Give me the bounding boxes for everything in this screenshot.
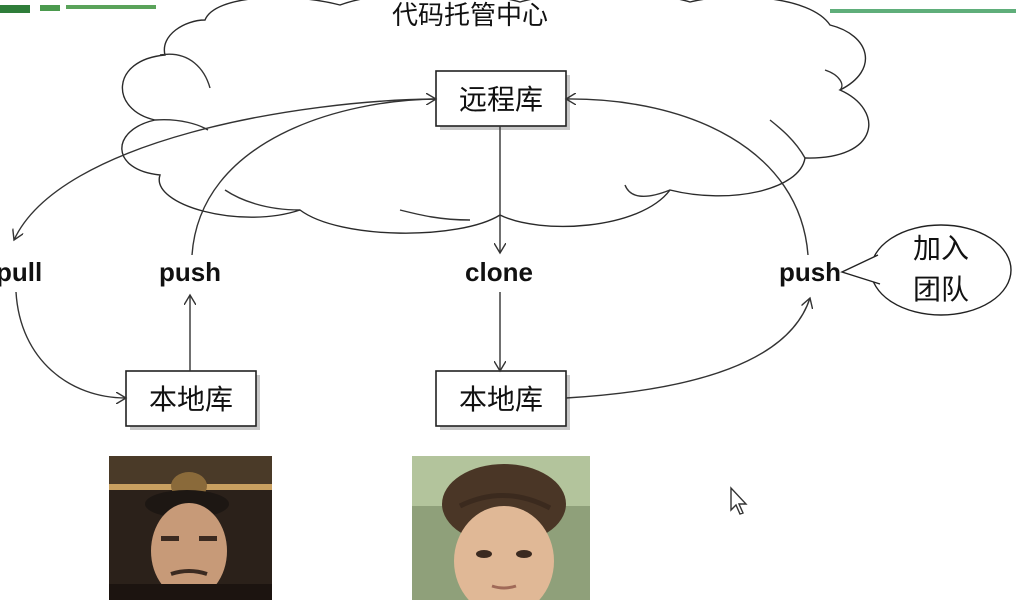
cloud-title: 代码托管中心 <box>392 1 548 31</box>
cloud-detail <box>399 209 471 221</box>
local-repo-left-label: 本地库 <box>149 383 233 416</box>
remote-to-pull-arrow <box>14 98 437 240</box>
local-repo-right-label: 本地库 <box>459 383 543 416</box>
push-right-label: push <box>779 257 841 287</box>
local-repo-left-node: 本地库 <box>125 370 260 430</box>
clone-label: clone <box>465 257 533 287</box>
local-to-push-right-arrow <box>565 298 810 399</box>
push-right-to-remote-arrow <box>566 99 809 256</box>
remote-repo-label: 远程库 <box>459 83 543 116</box>
cloud-detail <box>224 189 301 211</box>
cloud-detail <box>624 184 671 197</box>
cloud-detail <box>159 53 211 89</box>
callout-line-2: 团队 <box>913 273 969 306</box>
pull-to-local-arrow <box>15 291 126 398</box>
avatar-photo-left <box>109 456 272 600</box>
avatar-photo-right <box>412 456 590 600</box>
mouse-cursor-icon <box>729 486 751 518</box>
callout-line-1: 加入 <box>913 232 969 265</box>
pull-label: pull <box>0 257 42 287</box>
remote-repo-node: 远程库 <box>435 70 570 130</box>
join-team-callout: 加入 团队 <box>840 224 1012 316</box>
top-right-decoration <box>830 0 1016 13</box>
cloud-detail <box>769 119 806 159</box>
push-left-to-remote-arrow <box>191 99 436 256</box>
cloud-detail <box>824 69 843 91</box>
local-repo-right-node: 本地库 <box>435 370 570 430</box>
top-left-decoration <box>0 0 170 13</box>
push-left-label: push <box>159 257 221 287</box>
